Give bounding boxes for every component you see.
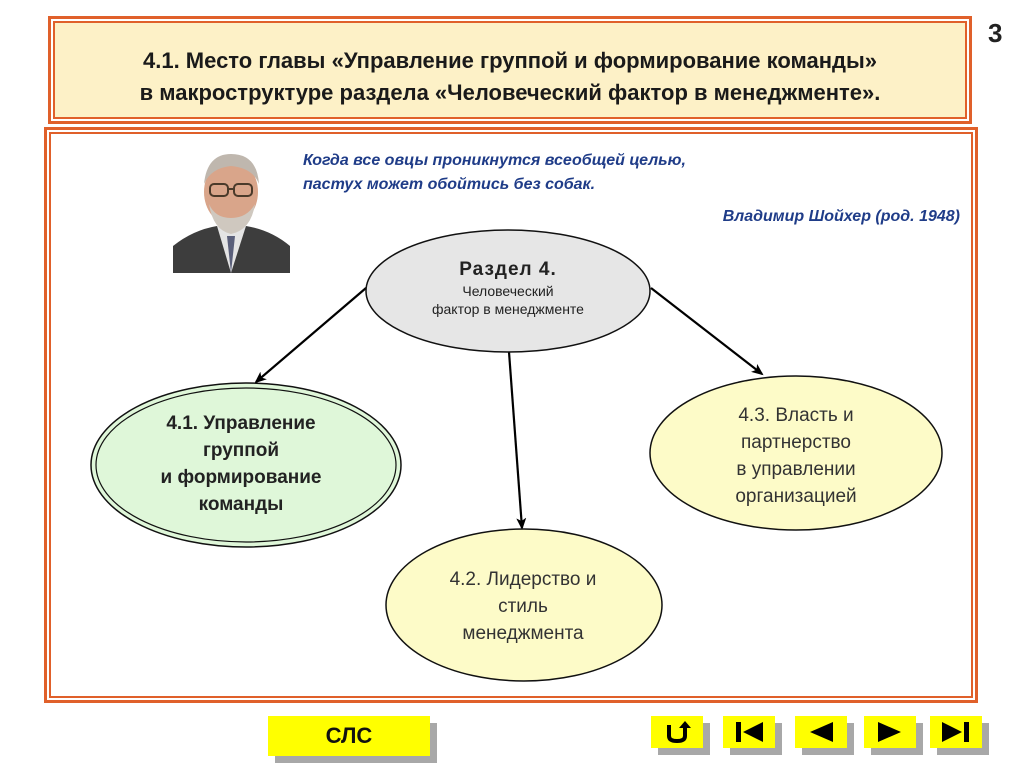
node-4-1-line-3: и формирование [160, 467, 322, 488]
quote-author: Владимир Шойхер (род. 1948) [722, 208, 960, 225]
node-4-3-line-4: организацией [735, 486, 857, 507]
author-portrait [173, 146, 290, 273]
node-4-1-line-4: команды [198, 494, 284, 515]
page-title: 4.1. Место главы «Управление группой и ф… [51, 45, 969, 109]
quote-line-1: Когда все овцы проникнутся всеобщей цель… [303, 152, 686, 169]
first-slide-button[interactable] [723, 716, 775, 748]
node-4-2-line-2: стиль [498, 596, 548, 617]
previous-button[interactable] [795, 716, 847, 748]
node-4-2-line-3: менеджмента [462, 623, 584, 644]
node-4-3-line-1: 4.3. Власть и [738, 405, 854, 426]
next-icon [878, 722, 901, 742]
section-line-1: Человеческий [462, 283, 554, 299]
title-line-2: в макроструктуре раздела «Человеческий ф… [139, 80, 881, 105]
node-4-2-label: 4.2. Лидерство и стиль менеджмента [403, 566, 643, 647]
node-4-1-label: 4.1. Управление группой и формирование к… [110, 410, 372, 518]
node-4-2-line-1: 4.2. Лидерство и [449, 569, 597, 590]
node-4-2[interactable] [385, 528, 663, 682]
quote-line-2: пастух может обойтись без собак. [303, 176, 596, 193]
last-slide-button[interactable] [930, 716, 982, 748]
center-node-label: Раздел 4. Человеческий фактор в менеджме… [380, 258, 636, 318]
node-4-1-inner-ring [95, 387, 397, 543]
section-heading: Раздел 4. [459, 259, 557, 280]
first-slide-icon [736, 722, 763, 742]
slc-button[interactable]: СЛС [268, 716, 430, 756]
node-4-3-line-3: в управлении [736, 459, 856, 480]
next-button[interactable] [864, 716, 916, 748]
title-line-1: 4.1. Место главы «Управление группой и ф… [142, 48, 877, 73]
return-button[interactable] [651, 716, 703, 748]
title-banner: 4.1. Место главы «Управление группой и ф… [48, 16, 972, 124]
center-node [365, 229, 651, 353]
node-4-3[interactable] [649, 375, 943, 531]
return-icon [667, 721, 691, 744]
arrow-to-4-3 [650, 287, 764, 376]
arrow-to-4-1 [254, 287, 367, 384]
node-4-1[interactable] [90, 382, 402, 548]
page-number: 3 [988, 18, 1003, 48]
node-4-1-line-2: группой [202, 440, 280, 461]
arrow-to-4-2 [507, 351, 527, 530]
epigraph-quote: Когда все овцы проникнутся всеобщей цель… [303, 149, 823, 197]
previous-icon [810, 722, 833, 742]
node-4-3-label: 4.3. Власть и партнерство в управлении о… [656, 402, 936, 510]
last-slide-icon [942, 722, 969, 742]
section-line-2: фактор в менеджменте [432, 301, 584, 317]
node-4-3-line-2: партнерство [741, 432, 851, 453]
node-4-1-line-1: 4.1. Управление [166, 413, 316, 434]
